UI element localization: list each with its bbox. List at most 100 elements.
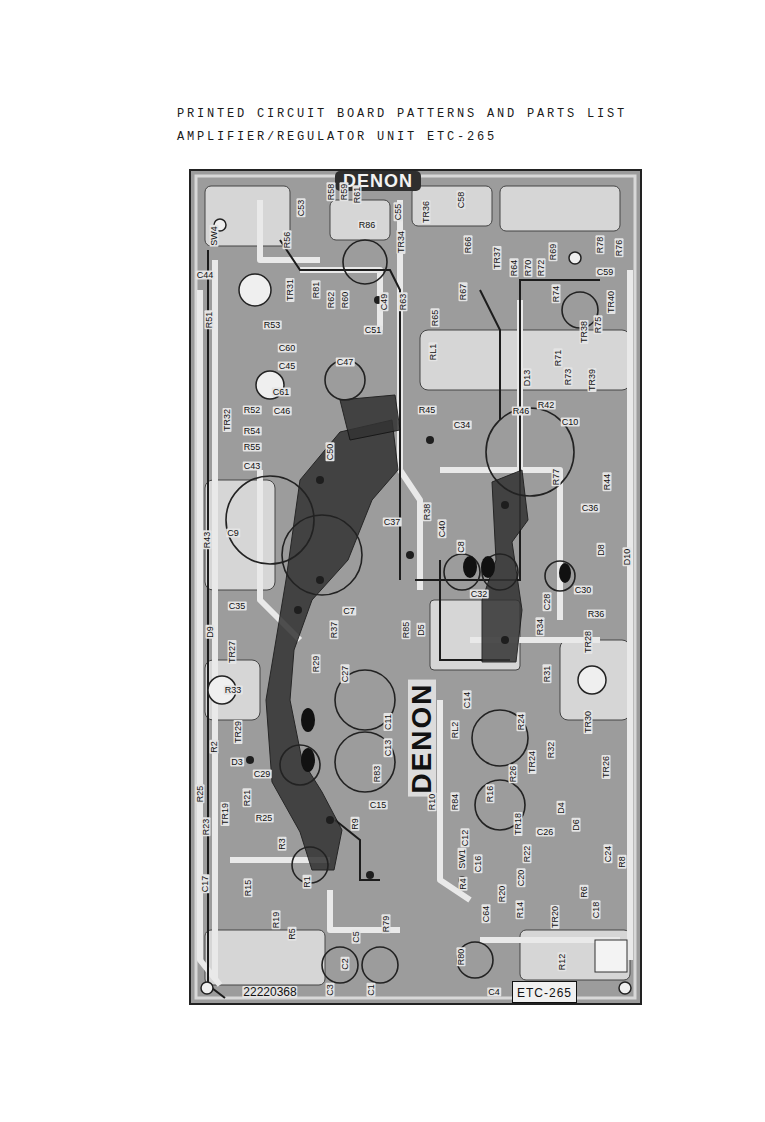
part-label: R33 [224, 686, 243, 695]
part-label: R14 [516, 901, 525, 920]
part-label: C49 [380, 293, 389, 312]
pads [246, 296, 509, 884]
part-label: D3 [230, 758, 244, 767]
part-label: R19 [272, 911, 281, 930]
part-label: C9 [226, 529, 240, 538]
part-label: R20 [498, 885, 507, 904]
part-label: C59 [596, 268, 615, 277]
traces [200, 200, 630, 985]
capacitors [226, 240, 598, 983]
part-label: C18 [592, 901, 601, 920]
part-label: TR36 [422, 200, 431, 224]
part-label: R66 [464, 236, 473, 255]
part-label: R25 [255, 814, 274, 823]
part-label: C2 [341, 957, 350, 971]
part-label: R76 [615, 239, 624, 258]
part-label: R80 [457, 948, 466, 967]
board-id-box: ETC-265 [512, 981, 577, 1003]
part-label: R85 [402, 621, 411, 640]
part-label: R64 [510, 259, 519, 278]
part-label: R21 [243, 789, 252, 808]
part-label: C1 [367, 983, 376, 997]
part-label: C11 [384, 713, 393, 731]
part-label: R38 [423, 503, 432, 522]
part-label: R32 [547, 741, 556, 760]
switch-box [595, 940, 627, 972]
part-label: C44 [196, 271, 215, 280]
part-label: SW1 [458, 848, 467, 870]
part-label: C5 [352, 930, 361, 944]
part-label: R26 [509, 765, 518, 784]
part-label: C40 [438, 520, 447, 539]
part-label: R43 [203, 531, 212, 550]
part-label: TR27 [228, 640, 237, 664]
part-label: C53 [297, 199, 306, 218]
part-label: R6 [580, 885, 589, 899]
part-label: C28 [543, 593, 552, 612]
part-label: R23 [202, 818, 211, 837]
part-label: C17 [201, 875, 210, 894]
part-label: TR39 [588, 368, 597, 392]
part-label: C4 [487, 988, 501, 997]
part-label: C46 [273, 407, 292, 416]
part-label: TR37 [493, 246, 502, 270]
part-label: R9 [351, 817, 360, 831]
part-label: C50 [326, 443, 335, 462]
part-label: R36 [587, 610, 606, 619]
part-label: R45 [418, 406, 437, 415]
part-label: D4 [557, 801, 566, 815]
part-label: R53 [263, 321, 282, 330]
part-label: R84 [451, 793, 460, 812]
brand-mark: DENON [408, 679, 436, 796]
part-label: R5 [288, 927, 297, 941]
part-label: C37 [383, 518, 402, 527]
part-label: R58 [327, 183, 336, 202]
part-label: C36 [581, 504, 600, 513]
part-label: R44 [603, 473, 612, 492]
part-label: R81 [312, 281, 321, 300]
part-label: R77 [552, 468, 561, 487]
part-label: R74 [552, 285, 561, 304]
part-label: R54 [243, 427, 262, 436]
subtitle: AMPLIFIER/REGULATOR UNIT ETC-265 [177, 131, 497, 143]
part-label: C14 [463, 691, 472, 710]
part-label: TR18 [514, 812, 523, 836]
part-label: R59 [340, 183, 349, 202]
part-label: C55 [394, 203, 403, 222]
part-label: TR24 [528, 750, 537, 774]
part-label: C34 [453, 421, 472, 430]
part-label: R31 [543, 665, 552, 684]
part-label: R67 [459, 283, 468, 302]
part-label: C45 [278, 362, 297, 371]
part-label: R37 [330, 621, 339, 640]
board-id: ETC-265 [517, 986, 572, 1000]
part-label: R79 [382, 915, 391, 934]
part-label: R56 [283, 231, 292, 250]
part-label: R29 [312, 655, 321, 674]
part-label: R34 [536, 618, 545, 637]
copper-areas [205, 186, 630, 985]
part-label: C30 [574, 586, 593, 595]
part-label: C20 [517, 869, 526, 888]
part-label: R78 [596, 236, 605, 255]
part-label: TR31 [286, 278, 295, 302]
part-label: C61 [272, 388, 291, 397]
part-label: D8 [597, 543, 606, 557]
part-label: R65 [431, 309, 440, 328]
part-label: R60 [341, 291, 350, 310]
part-label: C10 [561, 418, 580, 427]
part-label: R16 [486, 785, 495, 804]
part-label: R22 [523, 845, 532, 864]
part-label: R42 [537, 401, 556, 410]
part-label: R15 [244, 879, 253, 898]
part-label: TR40 [607, 290, 616, 314]
part-label: R70 [524, 259, 533, 278]
part-label: R8 [618, 855, 627, 869]
polarity-marks [301, 556, 571, 772]
mounting-holes [201, 219, 631, 994]
part-label: R71 [554, 349, 563, 368]
part-label: TR20 [551, 905, 560, 929]
part-label: C35 [228, 602, 247, 611]
part-label: C60 [278, 344, 297, 353]
part-label: D10 [623, 548, 632, 567]
